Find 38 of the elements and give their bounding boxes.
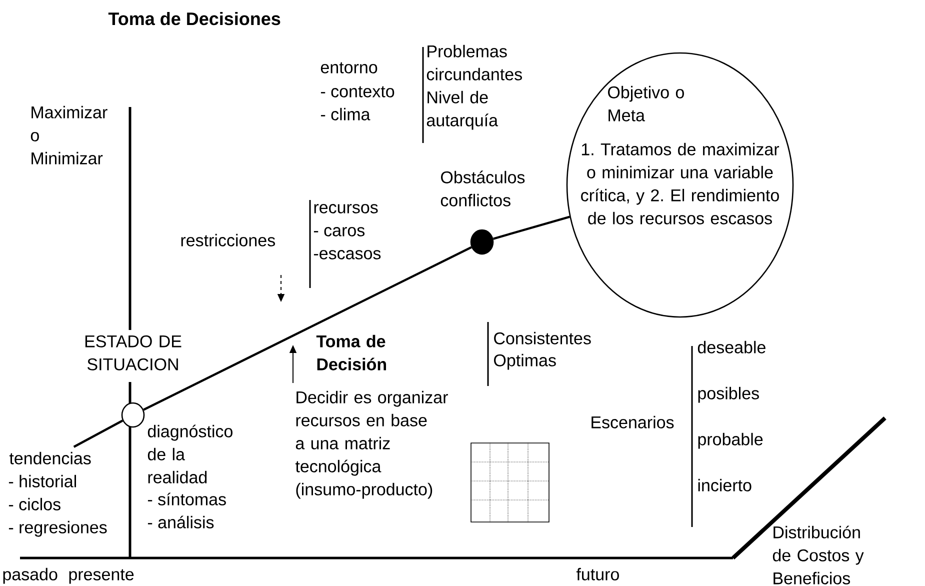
point-marker: [121, 402, 145, 428]
text-label: posibles: [698, 386, 759, 403]
connector-line: [143, 246, 472, 411]
text-label: probable: [698, 432, 763, 449]
text-label: - análisis: [148, 516, 214, 528]
text-label: Toma de Decisión: [316, 334, 386, 370]
text-label: tendencias: [9, 452, 91, 464]
text-label: - ciclos: [8, 498, 60, 510]
text-label: - síntomas: [148, 492, 226, 506]
connector-line: [492, 216, 570, 240]
text-label: - clima: [320, 108, 370, 120]
text-label: Consistentes: [494, 332, 591, 344]
text-label: - historial: [8, 474, 76, 488]
text-label: Problemas circundantes: [426, 44, 522, 80]
text-label: Distribución de Costos y Beneficios: [772, 526, 864, 584]
text-label: incierto: [698, 478, 752, 492]
text-label: pasado: [3, 568, 58, 584]
text-label: entorno: [320, 62, 378, 74]
text-label: -escasos: [314, 250, 381, 260]
connector-line: [73, 420, 124, 448]
node-caption: ESTADO DE SITUACION: [85, 335, 182, 370]
node-caption: Obstáculos conflictos: [440, 170, 525, 206]
text-label: - regresiones: [8, 520, 107, 537]
text-label: Maximizar o Minimizar: [30, 106, 108, 164]
text-label: Escenarios: [592, 416, 674, 428]
text-label: - contexto: [320, 86, 394, 98]
text-label: deseable: [698, 340, 766, 354]
text-label: restricciones: [181, 234, 275, 246]
text-label: Optimas: [494, 354, 556, 370]
text-label: futuro: [576, 568, 619, 580]
text-label: diagnóstico de la realidad: [148, 424, 232, 484]
text-label: Decidir es organizar recursos en base a una matriz tecnológica (insumo-producto): [295, 390, 448, 499]
text-label: - caros: [314, 227, 365, 236]
text-label: presente: [69, 569, 134, 584]
text-label: Nivel de autarquía: [426, 90, 498, 130]
diagram-title: Toma de Decisiones: [108, 12, 280, 26]
text-label: recursos: [314, 204, 378, 214]
point-marker: [470, 229, 494, 255]
